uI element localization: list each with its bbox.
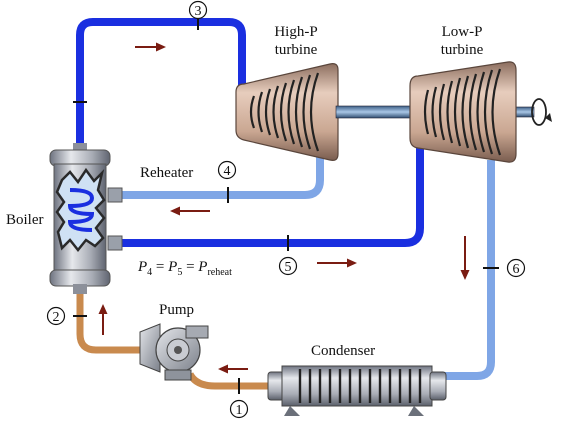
shaft-rotation-icon — [531, 98, 552, 126]
pump-label: Pump — [159, 302, 194, 318]
svg-text:2: 2 — [53, 310, 60, 325]
pipe-reheater-to-lp-turbine — [118, 140, 424, 247]
state-6-marker: 6 — [506, 258, 526, 278]
flow-arrow-state-6 — [460, 236, 470, 280]
state-tick-marks — [73, 14, 499, 394]
state-1-marker: 1 — [229, 399, 249, 419]
pump — [139, 323, 209, 381]
boiler-flame-icon — [55, 167, 106, 253]
pipe-pump-to-boiler — [76, 292, 148, 354]
state-5-marker: 5 — [278, 256, 298, 276]
pipe-condenser-to-pump — [186, 372, 272, 390]
flow-arrow-state-3 — [135, 42, 166, 52]
svg-text:3: 3 — [195, 4, 202, 19]
low-p-turbine — [409, 61, 517, 163]
high-p-turbine-label-line2: turbine — [275, 42, 318, 58]
flow-arrow-state-4 — [170, 206, 210, 216]
boiler-label: Boiler — [6, 212, 44, 228]
boiler — [49, 143, 123, 294]
state-4-marker: 4 — [217, 160, 237, 180]
flow-arrow-state-2 — [98, 304, 108, 335]
lp-turbine-blades-icon — [423, 68, 502, 156]
state-3-marker: 3 — [188, 0, 208, 20]
svg-text:5: 5 — [285, 260, 292, 275]
pipe-hp-turbine-to-reheater — [118, 150, 324, 199]
flow-arrows — [98, 42, 470, 374]
hp-turbine-blades-icon — [249, 72, 320, 152]
svg-text:1: 1 — [236, 403, 243, 418]
flow-arrow-state-1 — [218, 364, 248, 374]
condenser — [267, 365, 447, 416]
reheat-pressure-equation: P4 = P5 = Preheat — [137, 259, 232, 278]
high-p-turbine-label-line1: High-P — [274, 24, 317, 40]
low-p-turbine-label-line2: turbine — [441, 42, 484, 58]
low-p-turbine-label-line1: Low-P — [442, 24, 483, 40]
condenser-label: Condenser — [311, 343, 375, 359]
high-p-turbine — [235, 63, 339, 161]
condenser-tubes — [298, 369, 422, 403]
state-2-marker: 2 — [46, 306, 66, 326]
turbine-shaft — [335, 105, 413, 119]
svg-text:4: 4 — [224, 164, 231, 179]
svg-text:6: 6 — [513, 262, 520, 277]
pipe-boiler-to-hp-turbine — [76, 18, 246, 150]
boiler-coil-icon — [67, 188, 95, 232]
pipe-lp-turbine-to-condenser — [440, 160, 495, 380]
reheater-label: Reheater — [140, 165, 193, 181]
flow-arrow-state-5 — [317, 258, 357, 268]
